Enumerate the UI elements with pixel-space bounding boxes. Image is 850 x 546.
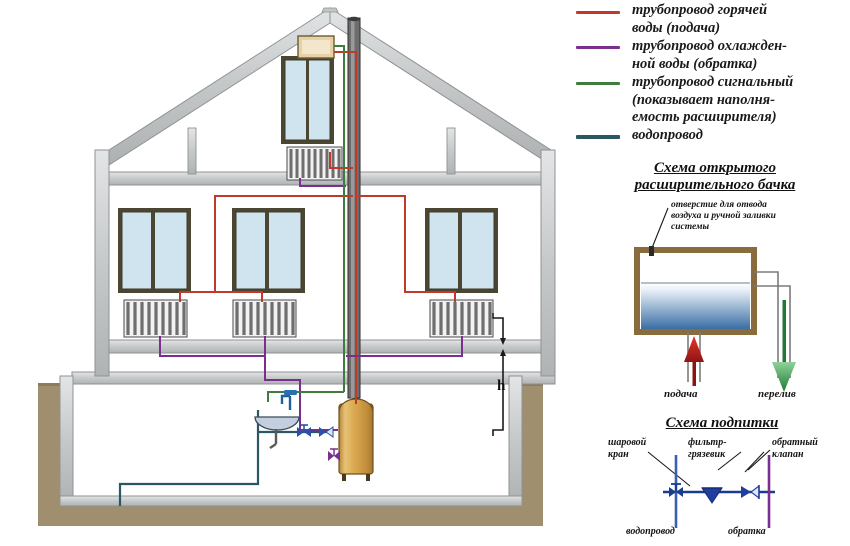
tank-schematic-heading-line1: Схема открытого — [654, 160, 776, 176]
label-overflow: перелив — [758, 388, 796, 400]
air-vent-hole — [649, 246, 654, 256]
legend-label-water-main: водопровод — [632, 127, 703, 143]
window-attic — [281, 56, 334, 144]
pipe-water-main — [118, 410, 330, 506]
label-supply: подача — [664, 388, 698, 400]
label-check-valve-l1: обратный — [772, 437, 818, 448]
legend: трубопровод горячей воды (подача) трубоп… — [576, 2, 848, 147]
window-upper-mid — [232, 208, 305, 293]
legend-swatch-signal-pipe — [576, 82, 620, 85]
check-valve-icon — [741, 484, 760, 500]
tank-body — [634, 247, 757, 335]
legend-item-signal-pipe: трубопровод сигнальный (показывает напол… — [576, 74, 848, 127]
legend-label-signal-pipe-l2: (показывает наполня- — [632, 91, 775, 108]
label-ball-valve-l1: шаровой — [608, 437, 647, 448]
radiator-left — [123, 299, 188, 338]
overflow-pipe — [754, 271, 791, 378]
supply-arrow-icon — [684, 336, 704, 386]
window-upper-right — [425, 208, 498, 293]
legend-label-signal-pipe-l1: трубопровод сигнальный — [632, 74, 794, 90]
sink — [254, 390, 300, 449]
roof — [108, 7, 552, 166]
legend-swatch-cooled-return — [576, 46, 620, 49]
filter-strainer-icon — [701, 487, 723, 504]
label-ball-valve-l2: кран — [608, 449, 629, 460]
tank-annotation-line1: отверстие для отвода — [671, 200, 767, 210]
tank-schematic-heading-line2: расширительного бачка — [634, 177, 796, 193]
pipe-hot-supply — [179, 51, 456, 404]
ball-valve-icon — [669, 483, 683, 497]
overflow-arrow-icon — [772, 300, 796, 392]
height-dimension-arrows — [500, 338, 506, 356]
attic-post-left — [187, 127, 197, 175]
radiator-right — [429, 299, 494, 338]
tank-annotation-line3: системы — [671, 222, 710, 232]
label-water-main: водопровод — [626, 526, 675, 537]
legend-swatch-hot-supply — [576, 11, 620, 14]
legend-label-signal-pipe-l3: емость расширителя) — [632, 109, 777, 125]
makeup-leaders — [647, 449, 771, 487]
label-filter-l1: фильтр- — [688, 437, 727, 448]
legend-label-hot-supply-l2: воды (подача) — [632, 19, 721, 36]
tank-annotation-line2: воздуха и ручной заливки — [671, 211, 776, 221]
height-label: h — [497, 378, 506, 394]
legend-swatch-water-main — [576, 135, 620, 139]
exterior-walls — [59, 149, 556, 507]
basement-valve-group — [297, 424, 340, 461]
radiator-mid — [232, 299, 297, 338]
radiator-attic — [286, 146, 343, 181]
legend-item-cooled-return: трубопровод охлажден- ной воды (обратка) — [576, 38, 848, 74]
attic-post-right — [446, 127, 456, 175]
annotation-leader — [651, 207, 669, 249]
height-dimension — [492, 313, 504, 436]
pipe-signal — [267, 45, 345, 402]
label-return: обратка — [728, 526, 766, 537]
legend-item-water-main: водопровод — [576, 127, 848, 147]
legend-label-cooled-return-l2: ной воды (обратка) — [632, 55, 758, 72]
legend-item-hot-supply: трубопровод горячей воды (подача) — [576, 2, 848, 38]
window-upper-left — [118, 208, 191, 293]
label-filter-l2: грязевик — [688, 449, 726, 460]
label-check-valve-l2: клапан — [772, 449, 804, 460]
attic-expansion-tank — [297, 35, 335, 59]
legend-label-hot-supply-l1: трубопровод горячей — [632, 2, 768, 18]
makeup-schematic-heading: Схема подпитки — [665, 415, 779, 431]
legend-label-cooled-return-l1: трубопровод охлажден- — [632, 38, 788, 54]
